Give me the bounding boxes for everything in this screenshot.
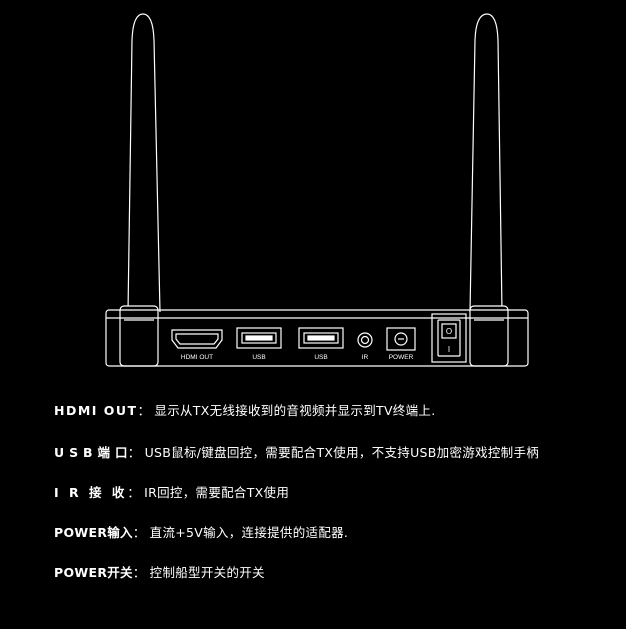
port-label-ir: IR	[362, 354, 369, 361]
desc-power-switch: POWER开关 ： 控制船型开关的开关	[54, 565, 265, 580]
rocker-switch-icon	[431, 313, 467, 363]
device-body	[105, 309, 529, 367]
desc-ir-receiver: I R 接 收 ： IR回控，需要配合TX使用	[54, 485, 290, 500]
left-antenna	[119, 13, 161, 367]
desc-term-ir: I R 接 收	[54, 485, 128, 500]
port-label-usb-1: USB	[252, 354, 265, 361]
port-label-usb-2: USB	[314, 354, 327, 361]
desc-hdmi-out: HDMI OUT ： 显示从TX无线接收到的音视频并显示到TV终端上.	[54, 403, 436, 418]
switch-off-mark: O	[446, 327, 452, 336]
power-jack-icon	[386, 327, 416, 351]
usb-port-1-icon	[236, 327, 282, 349]
desc-term-power-input: POWER输入	[54, 525, 133, 540]
desc-text-usb: USB鼠标/键盘回控，需要配合TX使用，不支持USB加密游戏控制手柄	[144, 445, 540, 460]
switch-on-mark: I	[448, 345, 450, 354]
desc-text-hdmi: 显示从TX无线接收到的音视频并显示到TV终端上.	[154, 403, 436, 418]
port-label-hdmi: HDMI OUT	[181, 354, 213, 361]
hdmi-port-icon	[171, 329, 223, 349]
device-rear-panel-diagram: HDMI OUT USB USB IR POWER O I	[105, 13, 529, 367]
port-label-power: POWER	[389, 354, 414, 361]
desc-usb-port: U S B 端 口 ： USB鼠标/键盘回控，需要配合TX使用，不支持USB加密…	[54, 445, 540, 460]
desc-text-ir: IR回控，需要配合TX使用	[144, 485, 290, 500]
desc-term-hdmi: HDMI OUT	[54, 403, 138, 418]
desc-power-input: POWER输入 ： 直流+5V输入，连接提供的适配器.	[54, 525, 349, 540]
usb-port-2-icon	[298, 327, 344, 349]
ir-receiver-icon	[357, 332, 373, 348]
desc-text-power-input: 直流+5V输入，连接提供的适配器.	[149, 525, 349, 540]
desc-text-power-switch: 控制船型开关的开关	[149, 565, 265, 580]
desc-term-usb: U S B 端 口	[54, 445, 128, 460]
right-antenna	[469, 13, 509, 367]
desc-term-power-switch: POWER开关	[54, 565, 133, 580]
